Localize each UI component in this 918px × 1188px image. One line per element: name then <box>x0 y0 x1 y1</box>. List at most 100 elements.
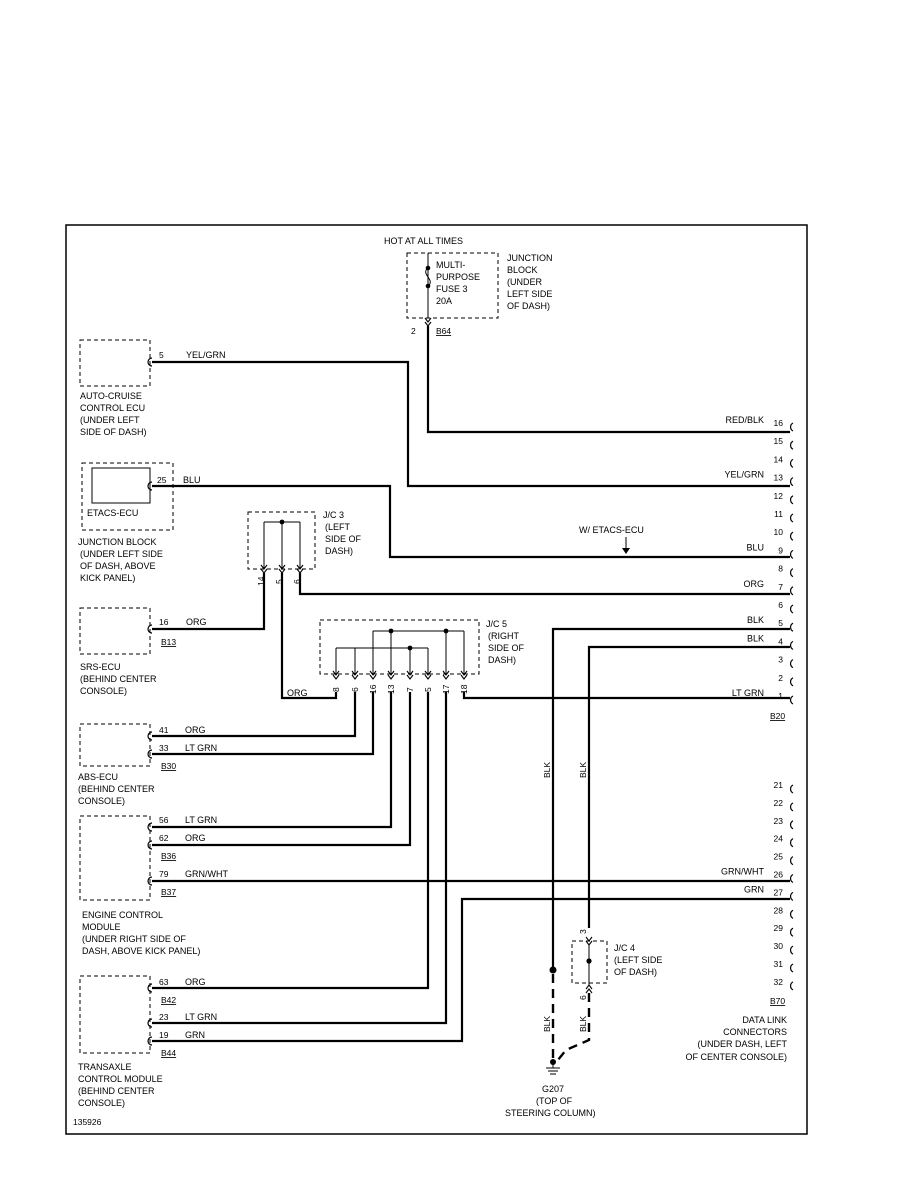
tcm-wire-label: GRN <box>185 1030 205 1040</box>
svg-text:G207: G207 <box>542 1084 564 1094</box>
wire-tcm-org <box>152 692 430 990</box>
srs-connector: B13 <box>161 637 176 647</box>
srs-pin: 16 <box>159 617 169 627</box>
tcm-pin: 19 <box>159 1030 169 1040</box>
wire-blk-dlc4 <box>587 645 790 928</box>
abs-pin: 41 <box>159 725 169 735</box>
svg-text:J/C 3: J/C 3 <box>323 510 344 520</box>
dlc-pin-12: 12 <box>774 491 784 501</box>
dlc-socket-25 <box>789 856 794 866</box>
svg-text:CONTROL ECU: CONTROL ECU <box>80 403 145 413</box>
dlc-socket-8 <box>789 568 794 578</box>
svg-text:6: 6 <box>350 687 360 692</box>
abs-pin: 33 <box>159 743 169 753</box>
svg-text:SRS-ECU: SRS-ECU <box>80 662 121 672</box>
jc4-label: J/C 4 (LEFT SIDE OF DASH) <box>614 943 662 977</box>
svg-text:SIDE OF DASH): SIDE OF DASH) <box>80 427 147 437</box>
dlc-pin-26: 26 <box>774 870 784 880</box>
dlc-socket-22 <box>789 802 794 812</box>
dlc-socket-28 <box>789 909 794 919</box>
etacs-note: W/ ETACS-ECU <box>579 525 644 535</box>
jc5-box <box>319 619 480 675</box>
dlc-pin-21: 21 <box>774 780 784 790</box>
svg-text:OF DASH, ABOVE: OF DASH, ABOVE <box>80 561 156 571</box>
dlc-label: DATA LINK CONNECTORS (UNDER DASH, LEFT O… <box>685 1015 787 1062</box>
dlc-pin-30: 30 <box>774 941 784 951</box>
fuse-pin: 2 <box>411 326 416 336</box>
svg-text:CONTROL MODULE: CONTROL MODULE <box>78 1074 163 1084</box>
tcm-pin: 63 <box>159 977 169 987</box>
blk-label: BLK <box>578 1016 588 1032</box>
dlc-wire-label-5: BLK <box>747 615 764 625</box>
tcm-label: TRANSAXLE CONTROL MODULE (BEHIND CENTER … <box>78 1062 163 1108</box>
wire-red-blk <box>426 326 790 434</box>
wire-blu <box>152 484 790 559</box>
abs-box <box>79 723 151 767</box>
svg-text:(BEHIND CENTER: (BEHIND CENTER <box>78 1086 155 1096</box>
ecm-label: ENGINE CONTROL MODULE (UNDER RIGHT SIDE … <box>82 910 200 956</box>
svg-text:J/C 4: J/C 4 <box>614 943 635 953</box>
svg-text:TRANSAXLE: TRANSAXLE <box>78 1062 132 1072</box>
dlc-pin-24: 24 <box>774 834 784 844</box>
dlc-socket-4 <box>789 640 794 650</box>
tcm-wire-label: ORG <box>185 977 206 987</box>
svg-text:BLOCK: BLOCK <box>507 265 538 275</box>
dlc-pin-16: 16 <box>774 418 784 428</box>
dlc-pin-5: 5 <box>778 618 783 628</box>
jc3-pin: 5 <box>274 579 284 584</box>
diagram-frame <box>65 224 808 1135</box>
junction-block-left-label: JUNCTION BLOCK (UNDER LEFT SIDE OF DASH,… <box>78 537 163 583</box>
svg-text:KICK PANEL): KICK PANEL) <box>80 573 135 583</box>
svg-text:JUNCTION BLOCK: JUNCTION BLOCK <box>78 537 157 547</box>
dlc-pin-4: 4 <box>778 636 783 646</box>
dlc-socket-31 <box>789 963 794 973</box>
junction-block-top-label: JUNCTION BLOCK (UNDER LEFT SIDE OF DASH) <box>507 253 553 311</box>
srs-label: SRS-ECU (BEHIND CENTER CONSOLE) <box>80 662 157 696</box>
dlc-wire-label-16: RED/BLK <box>725 415 764 425</box>
dlc-socket-13 <box>789 477 794 487</box>
dlc-pin-31: 31 <box>774 959 784 969</box>
svg-text:17: 17 <box>441 684 451 694</box>
fuse-label: MULTI- PURPOSE FUSE 3 20A <box>436 260 480 306</box>
dlc-pin-29: 29 <box>774 923 784 933</box>
svg-text:(UNDER DASH, LEFT: (UNDER DASH, LEFT <box>697 1039 787 1049</box>
svg-text:(UNDER: (UNDER <box>507 277 542 287</box>
dlc-pin-15: 15 <box>774 436 784 446</box>
svg-text:SIDE OF: SIDE OF <box>325 534 362 544</box>
jc4-pin: 6 <box>578 995 588 1000</box>
auto-cruise-label: AUTO-CRUISE CONTROL ECU (UNDER LEFT SIDE… <box>80 391 147 437</box>
fuse-connector: B64 <box>436 326 451 336</box>
srs-wire-label: ORG <box>186 617 207 627</box>
dlc-wire-label-9: BLU <box>746 542 764 552</box>
svg-text:(BEHIND CENTER: (BEHIND CENTER <box>80 674 157 684</box>
svg-text:(LEFT: (LEFT <box>325 522 351 532</box>
wire-tcm-lt-grn <box>152 692 448 1025</box>
dlc-pin-6: 6 <box>778 600 783 610</box>
svg-text:8: 8 <box>331 687 341 692</box>
jc4-pin: 3 <box>578 929 588 934</box>
svg-text:20A: 20A <box>436 296 452 306</box>
dlc-socket-10 <box>789 531 794 541</box>
dlc-socket-30 <box>789 945 794 955</box>
svg-text:13: 13 <box>386 684 396 694</box>
dlc-socket-3 <box>789 659 794 669</box>
jc5-org-label: ORG <box>287 688 308 698</box>
etacs-box <box>91 467 151 504</box>
etacs-pin: 25 <box>157 475 167 485</box>
jc3-label: J/C 3 (LEFT SIDE OF DASH) <box>323 510 362 556</box>
blk-label: BLK <box>578 762 588 778</box>
dlc-socket-32 <box>789 981 794 991</box>
wire-abs-lt-grn <box>152 692 375 756</box>
dlc-wire-label-7: ORG <box>743 579 764 589</box>
wire-org-dlc7 <box>298 573 790 596</box>
dlc-socket-7 <box>789 586 794 596</box>
svg-text:OF CENTER CONSOLE): OF CENTER CONSOLE) <box>685 1052 787 1062</box>
dlc-socket-26 <box>789 873 794 884</box>
svg-text:JUNCTION: JUNCTION <box>507 253 553 263</box>
blk-label: BLK <box>542 762 552 778</box>
power-label: HOT AT ALL TIMES <box>384 236 463 246</box>
svg-text:MODULE: MODULE <box>82 922 121 932</box>
